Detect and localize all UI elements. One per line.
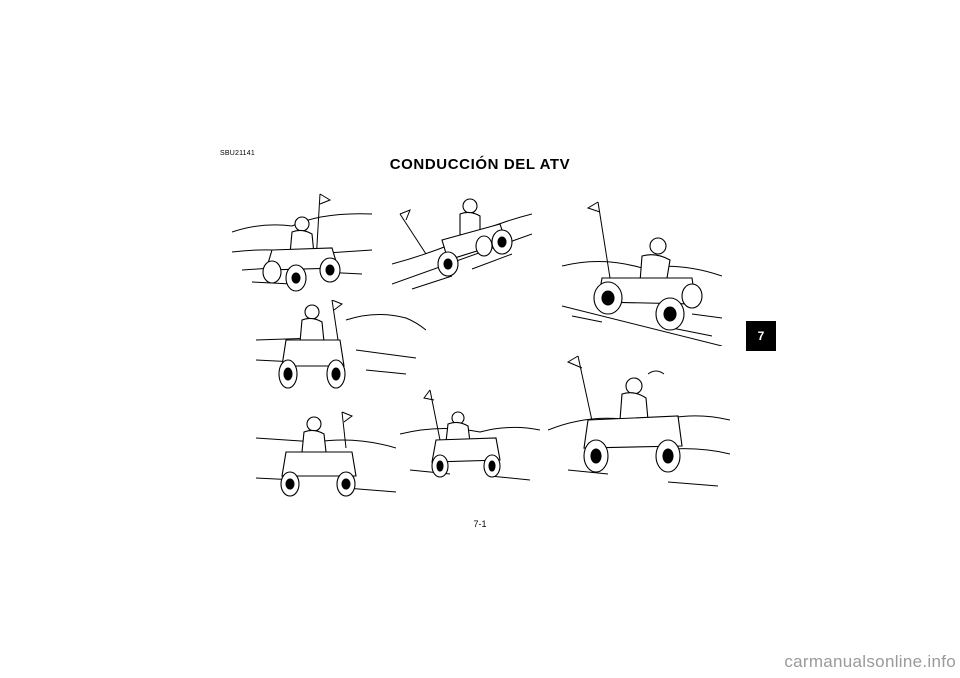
atv-rider-illustration-4 [256,300,426,389]
page-number: 7-1 [473,519,487,529]
atv-rider-illustration-5 [256,411,396,497]
page-title: CONDUCCIÓN DEL ATV [389,156,571,173]
atv-rider-illustration-2 [392,198,532,290]
atv-rider-illustration-7 [548,355,730,487]
atv-rider-illustration-3 [562,201,722,346]
atv-rider-illustration-1 [232,193,372,292]
watermark[interactable]: carmanualsonline.info [784,652,956,671]
document-code: SBU21141 [220,150,255,157]
atv-rider-illustration-6 [400,389,540,481]
chapter-tab: 7 [746,321,776,351]
